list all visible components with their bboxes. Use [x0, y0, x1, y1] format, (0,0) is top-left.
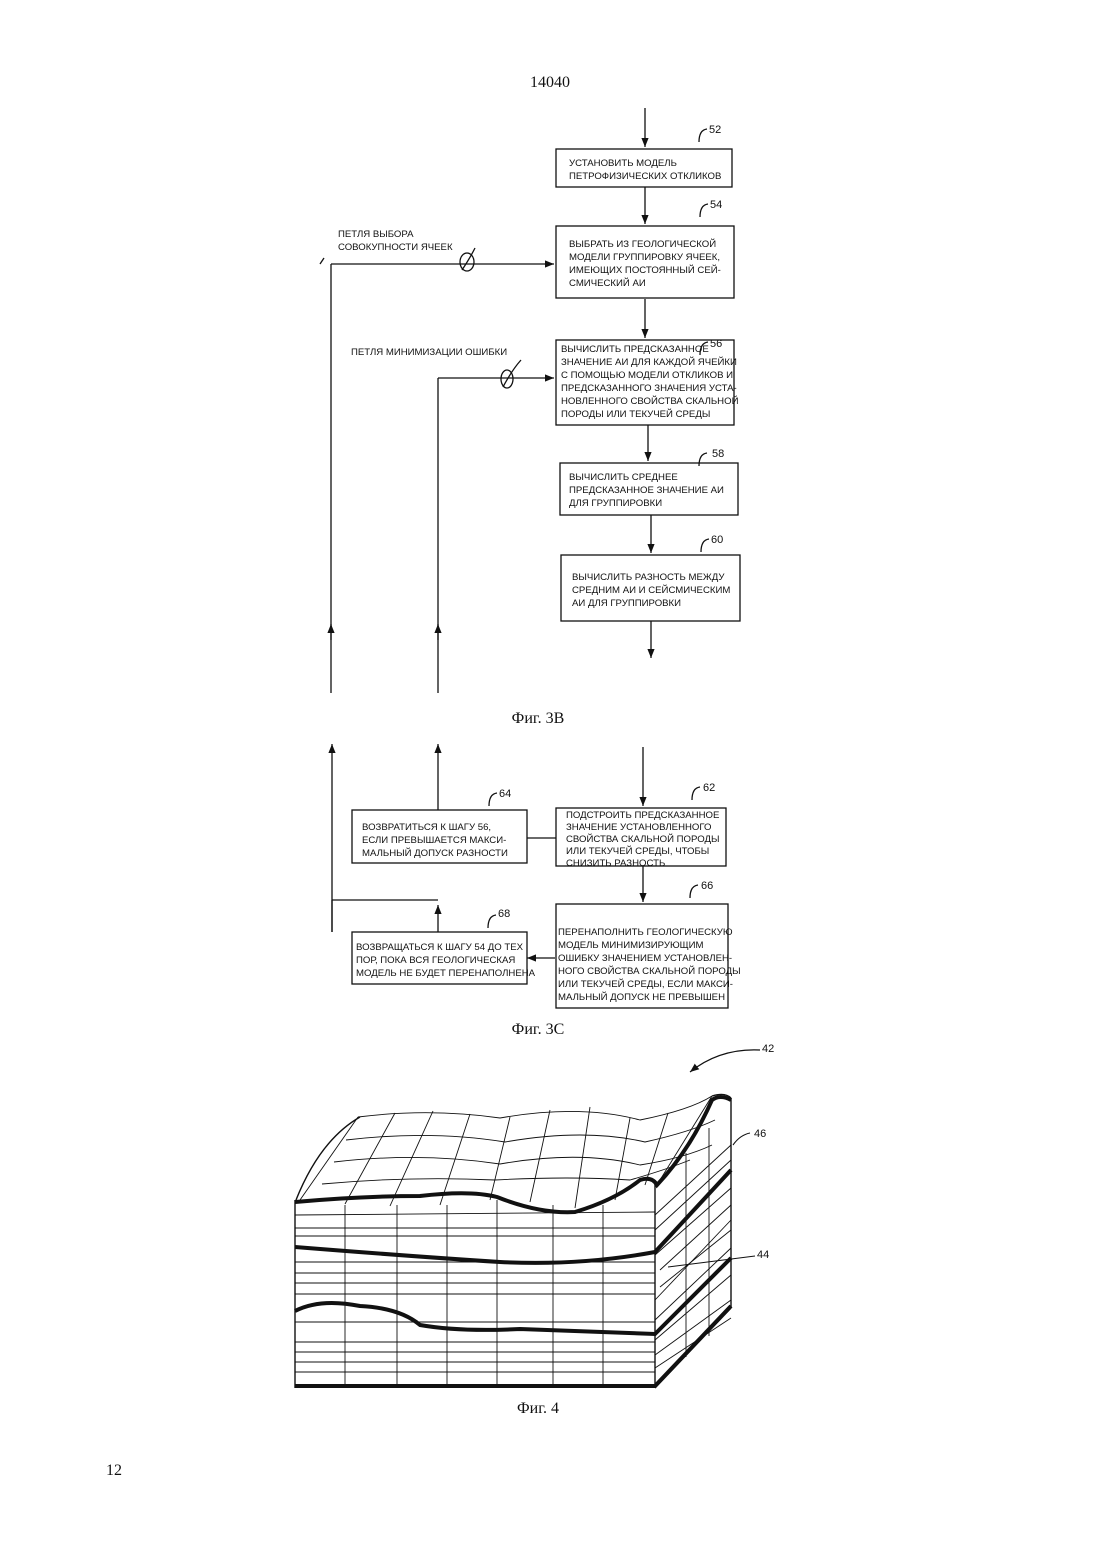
box-64-line-0: ВОЗВРАТИТЬСЯ К ШАГУ 56,: [362, 822, 491, 833]
loop-error-label: ПЕТЛЯ МИНИМИЗАЦИИ ОШИБКИ: [351, 347, 507, 358]
box-66-line-2: ОШИБКУ ЗНАЧЕНИЕМ УСТАНОВЛЕН-: [558, 953, 732, 964]
box-62-line-4: СНИЗИТЬ РАЗНОСТЬ: [566, 858, 665, 869]
box-62-line-3: ИЛИ ТЕКУЧЕЙ СРЕДЫ, ЧТОБЫ: [566, 845, 709, 857]
ref-58: 58: [712, 448, 724, 460]
box-56-line-3: ПРЕДСКАЗАННОГО ЗНАЧЕНИЯ УСТА-: [561, 383, 737, 394]
figure-3c-caption: Фиг. 3C: [438, 1021, 638, 1039]
box-52-line-1: ПЕТРОФИЗИЧЕСКИХ ОТКЛИКОВ: [569, 171, 721, 182]
box-64-line-2: МАЛЬНЫЙ ДОПУСК РАЗНОСТИ: [362, 847, 508, 859]
box-66-line-5: МАЛЬНЫЙ ДОПУСК НЕ ПРЕВЫШЕН: [558, 991, 725, 1003]
box-60-line-1: СРЕДНИМ АИ И СЕЙСМИЧЕСКИМ: [572, 584, 730, 596]
figure-3b-text: УСТАНОВИТЬ МОДЕЛЬ ПЕТРОФИЗИЧЕСКИХ ОТКЛИК…: [338, 124, 739, 609]
loop-select-label-0: ПЕТЛЯ ВЫБОРА: [338, 229, 414, 240]
box-66-line-0: ПЕРЕНАПОЛНИТЬ ГЕОЛОГИЧЕСКУЮ: [558, 927, 733, 938]
box-60-line-0: ВЫЧИСЛИТЬ РАЗНОСТЬ МЕЖДУ: [572, 572, 725, 583]
box-52-line-0: УСТАНОВИТЬ МОДЕЛЬ: [569, 158, 677, 169]
box-62-line-1: ЗНАЧЕНИЕ УСТАНОВЛЕННОГО: [566, 822, 712, 833]
ref-42: 42: [762, 1043, 774, 1055]
figure-4-caption: Фиг. 4: [438, 1400, 638, 1418]
ref-54: 54: [710, 199, 722, 211]
box-62-line-2: СВОЙСТВА СКАЛЬНОЙ ПОРОДЫ: [566, 833, 719, 845]
box-58-line-0: ВЫЧИСЛИТЬ СРЕДНЕЕ: [569, 472, 678, 483]
box-64-line-1: ЕСЛИ ПРЕВЫШАЕТСЯ МАКСИ-: [362, 835, 506, 846]
ref-68: 68: [498, 908, 510, 920]
ref-56: 56: [710, 338, 722, 350]
box-58-line-1: ПРЕДСКАЗАННОЕ ЗНАЧЕНИЕ АИ: [569, 485, 724, 496]
box-68-line-0: ВОЗВРАЩАТЬСЯ К ШАГУ 54 ДО ТЕХ: [356, 942, 524, 953]
box-66-line-4: ИЛИ ТЕКУЧЕЙ СРЕДЫ, ЕСЛИ МАКСИ-: [558, 978, 733, 990]
figure-4-block-model: [295, 1050, 760, 1388]
box-54-line-2: ИМЕЮЩИХ ПОСТОЯННЫЙ СЕЙ-: [569, 264, 721, 276]
box-54-line-1: МОДЕЛИ ГРУППИРОВКУ ЯЧЕЕК,: [569, 252, 720, 263]
ref-62: 62: [703, 782, 715, 794]
figure-4-labels: 42 46 44: [754, 1043, 774, 1261]
box-66-line-1: МОДЕЛЬ МИНИМИЗИРУЮЩИМ: [558, 940, 704, 951]
box-66-line-3: НОГО СВОЙСТВА СКАЛЬНОЙ ПОРОДЫ: [558, 965, 741, 977]
box-68-line-1: ПОР, ПОКА ВСЯ ГЕОЛОГИЧЕСКАЯ: [356, 955, 515, 966]
ref-66: 66: [701, 880, 713, 892]
figure-3b-caption: Фиг. 3B: [438, 710, 638, 728]
page-number: 12: [106, 1462, 122, 1480]
box-62-line-0: ПОДСТРОИТЬ ПРЕДСКАЗАННОЕ: [566, 810, 719, 821]
box-58-line-2: ДЛЯ ГРУППИРОВКИ: [569, 498, 662, 509]
ref-64: 64: [499, 788, 511, 800]
box-56-line-1: ЗНАЧЕНИЕ АИ ДЛЯ КАЖДОЙ ЯЧЕЙКИ: [561, 356, 737, 368]
box-54-line-3: СМИЧЕСКИЙ АИ: [569, 277, 646, 289]
box-56-line-4: НОВЛЕННОГО СВОЙСТВА СКАЛЬНОЙ: [561, 395, 739, 407]
loop-select-label-1: СОВОКУПНОСТИ ЯЧЕЕК: [338, 242, 453, 253]
box-56-line-0: ВЫЧИСЛИТЬ ПРЕДСКАЗАННОЕ: [561, 344, 709, 355]
figure-3c-text: ПОДСТРОИТЬ ПРЕДСКАЗАННОЕ ЗНАЧЕНИЕ УСТАНО…: [356, 782, 741, 1003]
ref-46: 46: [754, 1128, 766, 1140]
box-56-line-5: ПОРОДЫ ИЛИ ТЕКУЧЕЙ СРЕДЫ: [561, 408, 710, 420]
box-56-line-2: С ПОМОЩЬЮ МОДЕЛИ ОТКЛИКОВ И: [561, 370, 733, 381]
box-54-line-0: ВЫБРАТЬ ИЗ ГЕОЛОГИЧЕСКОЙ: [569, 238, 716, 250]
box-68-line-2: МОДЕЛЬ НЕ БУДЕТ ПЕРЕНАПОЛНЕНА: [356, 968, 536, 979]
ref-52: 52: [709, 124, 721, 136]
ref-60: 60: [711, 534, 723, 546]
box-60-line-2: АИ ДЛЯ ГРУППИРОВКИ: [572, 598, 681, 609]
ref-44: 44: [757, 1249, 769, 1261]
